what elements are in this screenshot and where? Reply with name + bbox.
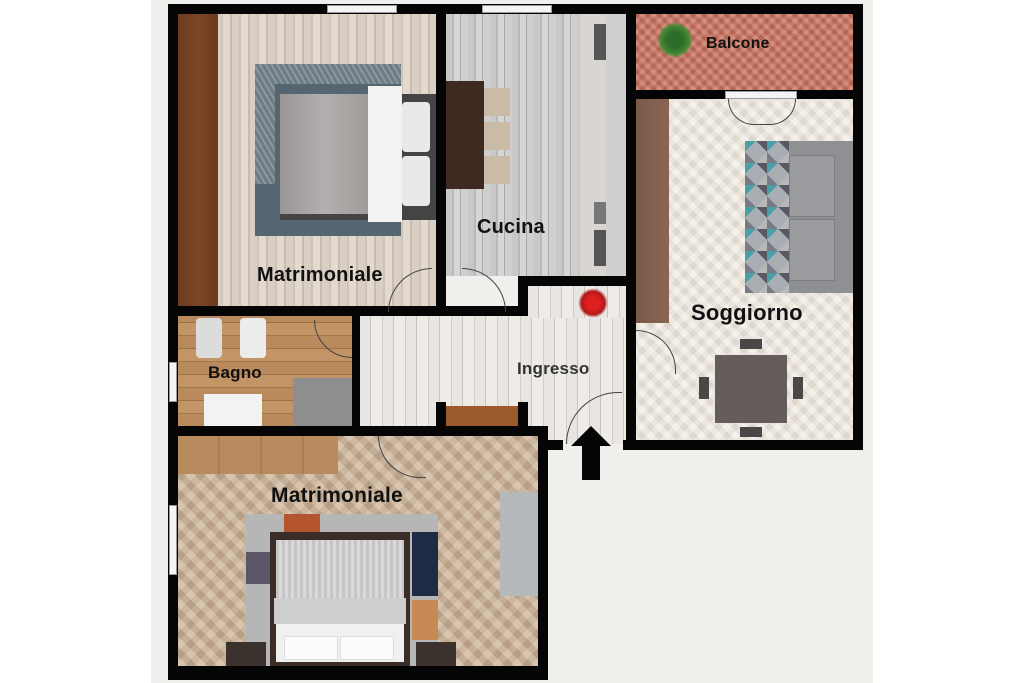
wardrobe xyxy=(178,14,218,306)
sink xyxy=(204,394,262,426)
chair xyxy=(699,377,709,399)
wall xyxy=(436,4,446,316)
dining-bar xyxy=(446,81,484,189)
sofa xyxy=(789,141,853,293)
nightstand xyxy=(416,642,456,666)
room-label-matrimoniale-2: Matrimoniale xyxy=(271,484,403,507)
window xyxy=(482,5,552,13)
room-matrimoniale-1 xyxy=(178,14,436,306)
wall xyxy=(853,4,863,450)
wall xyxy=(518,276,628,286)
wall xyxy=(626,4,636,450)
room-balcone xyxy=(635,14,853,90)
plant-icon xyxy=(657,22,693,58)
bed xyxy=(270,532,410,666)
window xyxy=(725,91,797,99)
wall xyxy=(352,316,360,428)
arrow-up-icon xyxy=(571,426,611,480)
bidet xyxy=(240,318,266,358)
console-table xyxy=(446,406,518,428)
stool xyxy=(484,122,510,150)
kitchen-counter xyxy=(580,14,628,276)
room-label-cucina: Cucina xyxy=(477,216,545,238)
chair xyxy=(793,377,803,399)
wall xyxy=(168,666,548,680)
room-cucina xyxy=(446,14,628,276)
chair xyxy=(740,339,762,349)
wall xyxy=(548,440,563,450)
bed xyxy=(280,86,436,222)
shower xyxy=(293,378,354,426)
tv-cabinet xyxy=(635,99,669,323)
wall xyxy=(436,402,446,428)
room-label-matrimoniale-1: Matrimoniale xyxy=(257,264,383,286)
room-ingresso-upper xyxy=(528,286,628,318)
wall xyxy=(518,276,528,316)
flower-icon xyxy=(578,288,608,318)
wall xyxy=(178,426,548,436)
nightstand xyxy=(226,642,266,666)
window xyxy=(327,5,397,13)
wardrobe xyxy=(178,436,338,474)
room-soggiorno xyxy=(635,99,853,441)
window xyxy=(169,362,177,402)
wall xyxy=(518,402,528,428)
stool xyxy=(484,88,510,116)
wall xyxy=(538,426,548,680)
room-label-soggiorno: Soggiorno xyxy=(691,300,803,325)
room-label-balcone: Balcone xyxy=(706,35,770,52)
room-matrimoniale-2 xyxy=(178,436,540,666)
dining-table xyxy=(715,355,787,423)
toilet xyxy=(196,318,222,358)
dresser xyxy=(500,492,538,596)
wall xyxy=(623,440,863,450)
window xyxy=(169,505,177,575)
room-label-bagno: Bagno xyxy=(208,363,262,382)
chair xyxy=(740,427,762,437)
wall xyxy=(178,306,528,316)
stool xyxy=(484,156,510,184)
room-label-ingresso: Ingresso xyxy=(517,359,590,378)
wall xyxy=(168,4,178,680)
rug xyxy=(745,141,791,293)
